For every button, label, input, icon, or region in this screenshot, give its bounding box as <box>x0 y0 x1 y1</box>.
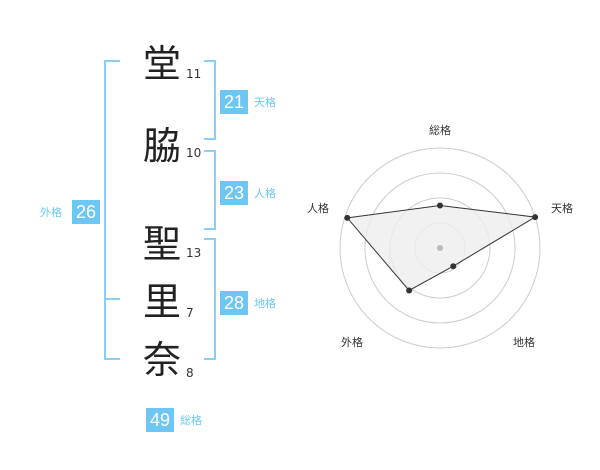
chikaku-label: 地格 <box>254 297 276 310</box>
radar-ring <box>339 147 541 349</box>
radar-label-chikaku: 地格 <box>513 335 535 349</box>
gaikaku-label: 外格 <box>40 206 62 219</box>
jinkaku-label: 人格 <box>254 187 276 200</box>
gaikaku-badge: 26 <box>72 200 100 224</box>
radar-point-bottom_left <box>406 287 413 294</box>
radar-point-top <box>437 202 443 209</box>
name-char-5: 奈 <box>142 338 181 382</box>
radar-points <box>344 202 539 294</box>
chikaku-badge: 28 <box>220 291 248 315</box>
jinkaku-badge: 23 <box>220 181 248 205</box>
radar-label-tenkaku: 天格 <box>551 201 573 215</box>
name-char-3: 聖 <box>142 222 181 266</box>
radar-center-dot <box>437 245 443 251</box>
radar-ring <box>364 172 516 324</box>
radar-label-jinkaku: 人格 <box>307 201 329 215</box>
tenkaku-label: 天格 <box>254 96 276 109</box>
radar-point-right <box>532 214 539 221</box>
radar-label-soukaku: 総格 <box>429 123 451 137</box>
radar-point-left <box>344 214 351 221</box>
radar-label-gaikaku: 外格 <box>341 335 363 349</box>
name-char-4: 里 <box>142 280 181 324</box>
name-char-2: 脇 <box>142 124 181 168</box>
soukaku-badge: 49 <box>146 408 174 432</box>
stroke-count-2: 10 <box>186 146 202 160</box>
stroke-count-5: 8 <box>186 366 194 380</box>
stroke-count-4: 7 <box>186 306 194 320</box>
stroke-count-1: 11 <box>186 67 202 81</box>
soukaku-label: 総格 <box>180 414 202 427</box>
radar-point-bottom_right <box>450 263 457 270</box>
stroke-count-3: 13 <box>186 246 202 260</box>
name-char-1: 堂 <box>142 42 181 86</box>
tenkaku-badge: 21 <box>220 90 248 114</box>
